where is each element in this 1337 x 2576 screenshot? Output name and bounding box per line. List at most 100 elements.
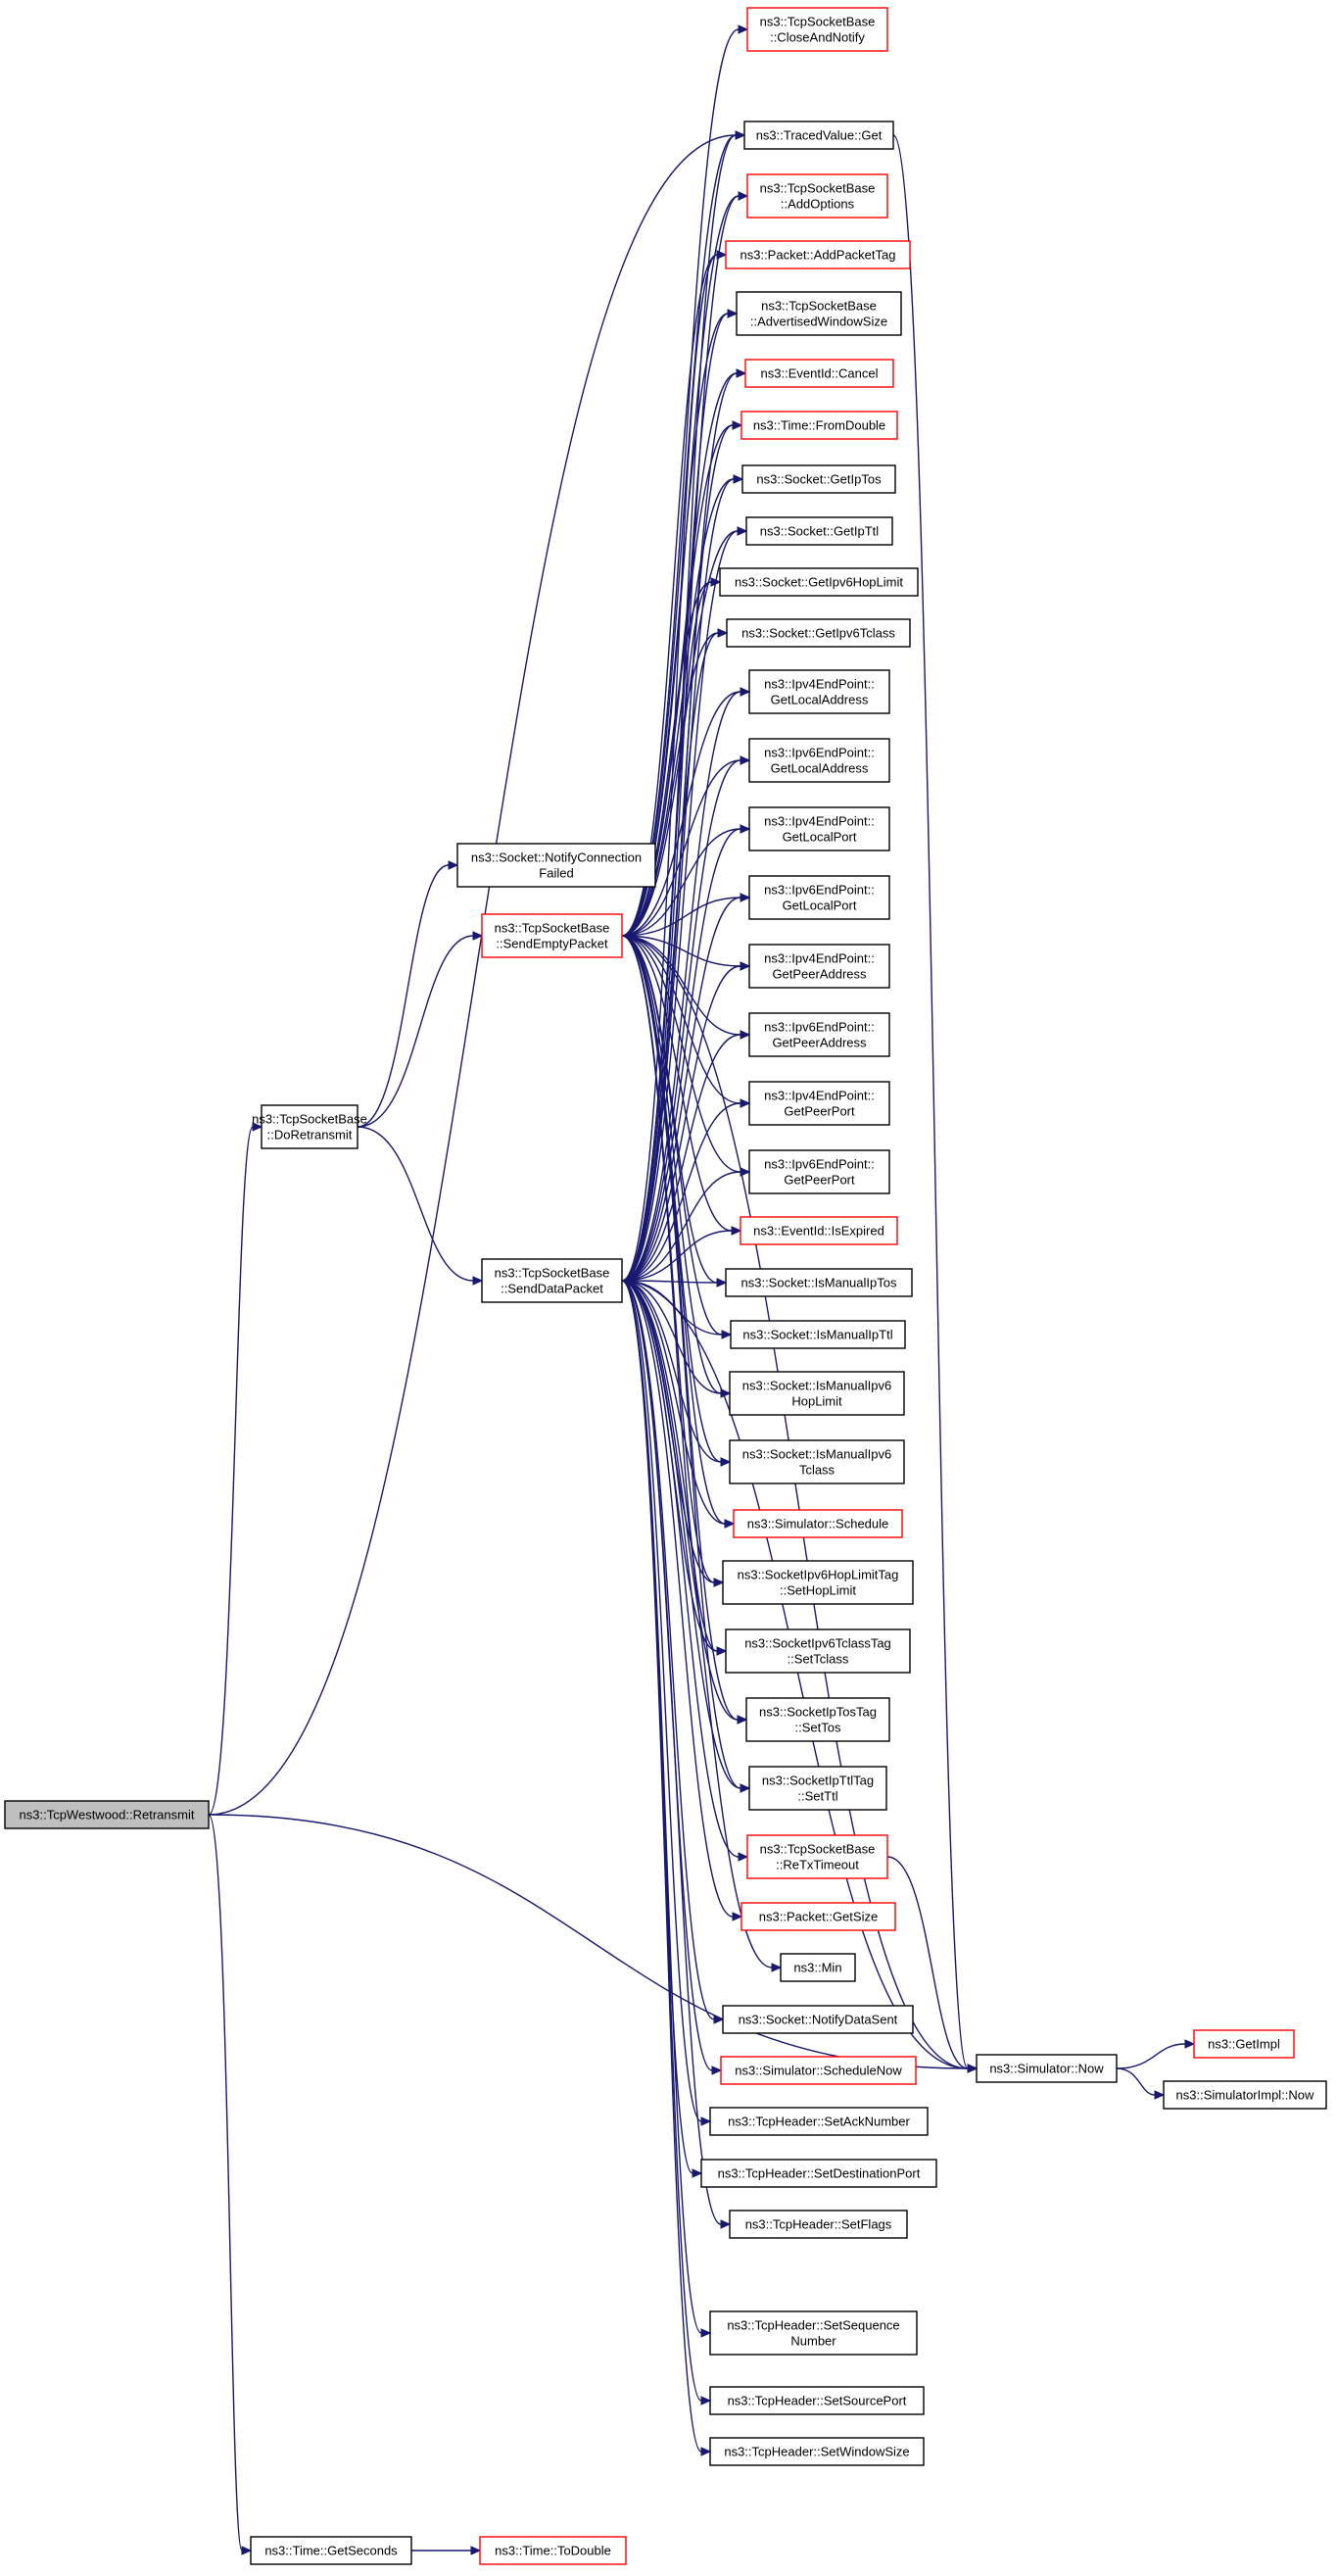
arrowhead <box>241 2546 253 2555</box>
node-ipv4localaddr[interactable]: ns3::Ipv4EndPoint::GetLocalAddress <box>748 669 890 714</box>
node-ipv6peerport[interactable]: ns3::Ipv6EndPoint::GetPeerPort <box>748 1149 890 1194</box>
node-getseconds[interactable]: ns3::Time::GetSeconds <box>250 2536 412 2565</box>
arrowhead <box>710 577 722 587</box>
arrowhead <box>720 1388 732 1398</box>
node-notifydatasent[interactable]: ns3::Socket::NotifyDataSent <box>722 2005 914 2034</box>
node-root[interactable]: ns3::TcpWestwood::Retransmit <box>4 1800 210 1829</box>
node-ipv6localport[interactable]: ns3::Ipv6EndPoint::GetLocalPort <box>748 875 890 920</box>
edge-senddata-to-ipv4localport <box>621 828 741 1282</box>
node-simimplnow[interactable]: ns3::SimulatorImpl::Now <box>1163 2080 1327 2110</box>
node-senddata[interactable]: ns3::TcpSocketBase::SendDataPacket <box>481 1258 623 1303</box>
edge-senddata-to-setdestport <box>621 1280 693 2174</box>
node-setflags[interactable]: ns3::TcpHeader::SetFlags <box>729 2210 908 2239</box>
node-addpackettag[interactable]: ns3::Packet::AddPacketTag <box>725 240 911 269</box>
node-min[interactable]: ns3::Min <box>780 1953 856 1982</box>
node-settos[interactable]: ns3::SocketIpTosTag::SetTos <box>745 1697 890 1742</box>
edge-senddata-to-ipv6peerport <box>621 1171 741 1282</box>
node-ipv6peeraddr[interactable]: ns3::Ipv6EndPoint::GetPeerAddress <box>748 1012 890 1057</box>
node-todouble[interactable]: ns3::Time::ToDouble <box>479 2536 627 2565</box>
node-setttl[interactable]: ns3::SocketIpTtlTag::SetTtl <box>748 1766 887 1811</box>
arrowhead <box>740 961 751 971</box>
node-schedule[interactable]: ns3::Simulator::Schedule <box>733 1509 903 1538</box>
node-box <box>719 567 919 597</box>
node-sendempty[interactable]: ns3::TcpSocketBase::SendEmptyPacket <box>481 913 623 958</box>
node-getiptos[interactable]: ns3::Socket::GetIpTos <box>741 464 896 494</box>
node-box <box>748 738 890 783</box>
node-label: ::AdvertisedWindowSize <box>750 315 887 329</box>
node-setsourceport[interactable]: ns3::TcpHeader::SetSourcePort <box>709 2386 925 2415</box>
node-label: ns3::Socket::IsManualIpTtl <box>742 1328 892 1342</box>
node-setacknumber[interactable]: ns3::TcpHeader::SetAckNumber <box>709 2107 929 2136</box>
node-sethoplimit[interactable]: ns3::SocketIpv6HopLimitTag::SetHopLimit <box>722 1560 914 1605</box>
edge-senddata-to-ipv6localport <box>621 897 741 1282</box>
node-schedulenow[interactable]: ns3::Simulator::ScheduleNow <box>720 2056 917 2085</box>
node-label: GetPeerAddress <box>772 1036 867 1050</box>
node-getipttl[interactable]: ns3::Socket::GetIpTtl <box>745 516 893 546</box>
arrowhead <box>700 2328 712 2338</box>
node-settclass[interactable]: ns3::SocketIpv6TclassTag::SetTclass <box>725 1628 911 1674</box>
edge-senddata-to-isexpired <box>621 1230 733 1282</box>
arrowhead <box>700 2447 712 2456</box>
node-label: ns3::Simulator::Schedule <box>747 1517 889 1531</box>
node-ipv6localaddr[interactable]: ns3::Ipv6EndPoint::GetLocalAddress <box>748 738 890 783</box>
edge-senddata-to-getipv6hop <box>621 581 712 1282</box>
node-label: ns3::SocketIpv6HopLimitTag <box>738 1568 899 1582</box>
edge-senddata-to-retxtimeout <box>621 1280 740 1858</box>
node-box <box>725 240 911 269</box>
node-label: ns3::Time::ToDouble <box>495 2544 611 2558</box>
node-tracedget[interactable]: ns3::TracedValue::Get <box>743 121 894 150</box>
node-box <box>740 1902 896 1931</box>
node-box <box>748 875 890 920</box>
edges-layer <box>208 24 1196 2555</box>
arrowhead <box>720 2219 732 2229</box>
node-simnow[interactable]: ns3::Simulator::Now <box>976 2054 1118 2083</box>
node-retxtimeout[interactable]: ns3::TcpSocketBase::ReTxTimeout <box>746 1834 888 1879</box>
node-label: ns3::Time::FromDouble <box>753 418 885 433</box>
arrowhead <box>1154 2090 1166 2100</box>
node-box <box>722 1560 914 1605</box>
node-ismaniptos[interactable]: ns3::Socket::IsManualIpTos <box>725 1268 913 1297</box>
node-getsize[interactable]: ns3::Packet::GetSize <box>740 1902 896 1931</box>
node-ismanipttl[interactable]: ns3::Socket::IsManualIpTtl <box>730 1320 906 1349</box>
edge-simnow-to-simimplnow <box>1116 2067 1156 2096</box>
node-ipv4localport[interactable]: ns3::Ipv4EndPoint::GetLocalPort <box>748 806 890 851</box>
node-label: ns3::TracedValue::Get <box>756 128 883 143</box>
node-ipv4peeraddr[interactable]: ns3::Ipv4EndPoint::GetPeerAddress <box>748 944 890 989</box>
node-getimpl[interactable]: ns3::GetImpl <box>1193 2029 1295 2059</box>
arrowhead <box>740 1030 751 1040</box>
node-box <box>736 291 902 336</box>
node-label: ns3::Socket::IsManualIpv6 <box>742 1447 891 1462</box>
arrowhead <box>740 893 751 902</box>
node-setdestport[interactable]: ns3::TcpHeader::SetDestinationPort <box>700 2159 937 2188</box>
edge-senddata-to-setwindowsize <box>621 1280 702 2453</box>
node-box <box>725 1268 913 1297</box>
node-label: ns3::TcpHeader::SetFlags <box>745 2217 892 2232</box>
node-doretransmit[interactable]: ns3::TcpSocketBase::DoRetransmit <box>252 1104 367 1149</box>
edge-senddata-to-ipv6peeraddr <box>621 1034 741 1282</box>
node-addoptions[interactable]: ns3::TcpSocketBase::AddOptions <box>746 173 888 219</box>
node-ipv4peerport[interactable]: ns3::Ipv4EndPoint::GetPeerPort <box>748 1081 890 1126</box>
node-getipv6tclass[interactable]: ns3::Socket::GetIpv6Tclass <box>726 618 911 648</box>
node-isexpired[interactable]: ns3::EventId::IsExpired <box>740 1216 898 1245</box>
node-label: ::SetTtl <box>797 1789 837 1804</box>
node-box <box>709 2437 925 2466</box>
node-getipv6hop[interactable]: ns3::Socket::GetIpv6HopLimit <box>719 567 919 597</box>
node-label: ns3::Ipv6EndPoint:: <box>764 883 875 898</box>
arrowhead <box>740 1783 751 1793</box>
edge-senddata-to-ismanipv6tclass <box>621 1280 722 1463</box>
node-cancel[interactable]: ns3::EventId::Cancel <box>744 359 894 388</box>
node-advwindow[interactable]: ns3::TcpSocketBase::AdvertisedWindowSize <box>736 291 902 336</box>
edge-senddata-to-settos <box>621 1280 739 1721</box>
node-fromdouble[interactable]: ns3::Time::FromDouble <box>740 411 898 440</box>
node-box <box>729 1371 905 1416</box>
edge-root-to-simnow <box>208 1814 969 2069</box>
arrowhead <box>692 2168 703 2178</box>
node-setwindowsize[interactable]: ns3::TcpHeader::SetWindowSize <box>709 2437 925 2466</box>
node-label: ::DoRetransmit <box>267 1128 353 1142</box>
node-closeandnotify[interactable]: ns3::TcpSocketBase::CloseAndNotify <box>746 7 888 52</box>
node-box <box>746 173 888 219</box>
